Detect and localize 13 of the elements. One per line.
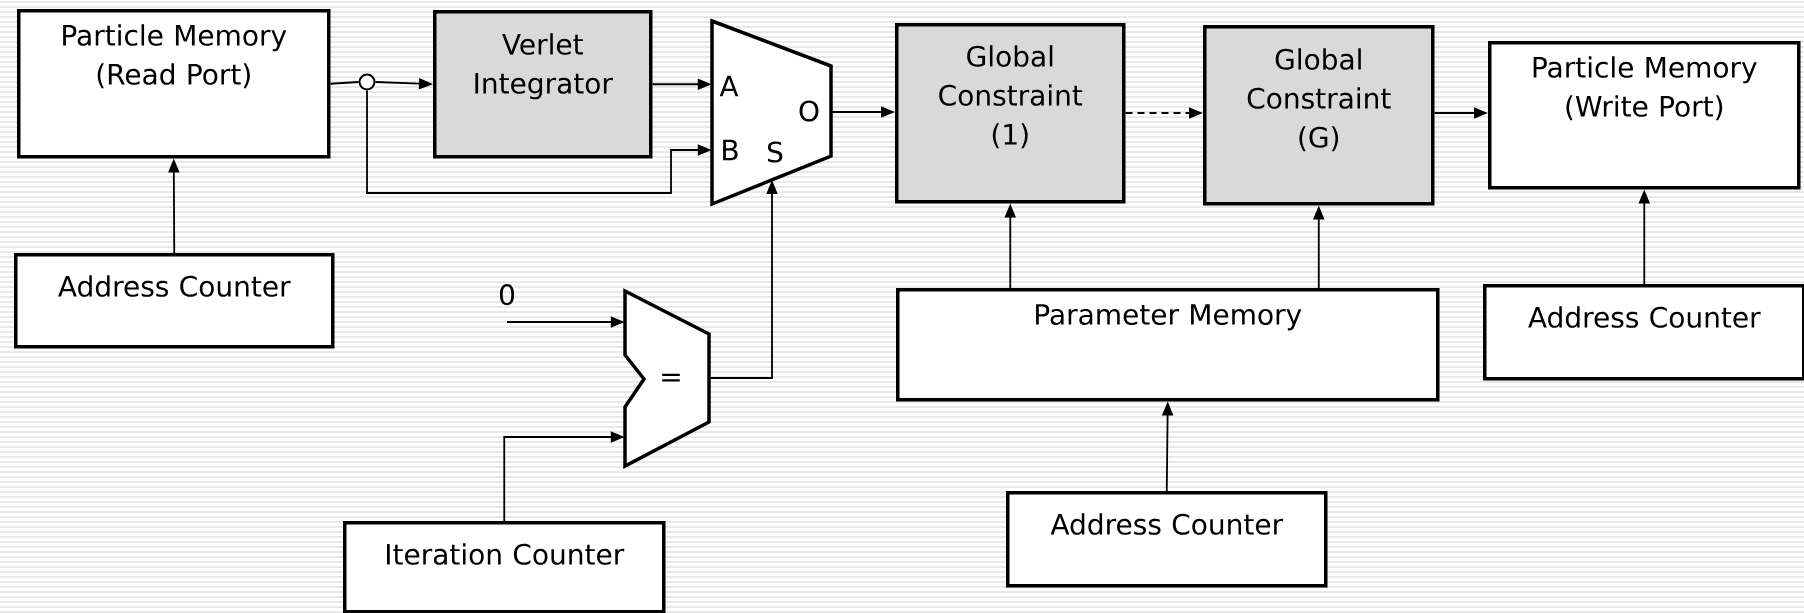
block-box: Verlet Integrator <box>433 10 653 159</box>
block-box: Particle Memory (Write Port) <box>1488 41 1801 190</box>
block-box: Particle Memory (Read Port) <box>17 9 331 159</box>
junction-circle <box>358 73 376 91</box>
block-box: Parameter Memory <box>896 288 1440 402</box>
block-box: Address Counter <box>14 253 335 349</box>
block-box: Address Counter <box>1006 491 1328 588</box>
block-box: Global Constraint (G) <box>1203 25 1435 206</box>
block-box: Address Counter <box>1483 284 1804 381</box>
input-value-label: 0 <box>499 284 515 306</box>
block-box: Global Constraint (1) <box>895 23 1126 204</box>
connector-line <box>329 81 360 85</box>
block-box: Iteration Counter <box>343 521 666 613</box>
